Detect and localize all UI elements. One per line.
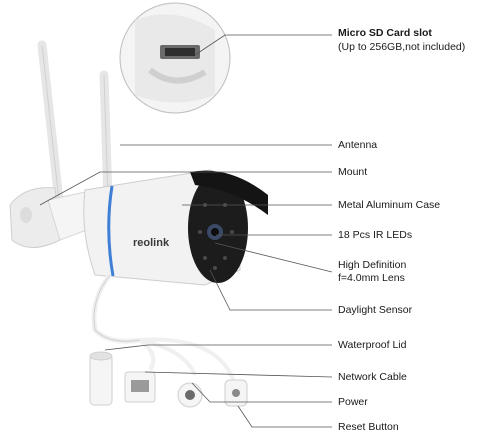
reset-button-label: Reset Button bbox=[338, 421, 399, 433]
reset-button-icon bbox=[224, 379, 248, 407]
antenna-icon bbox=[37, 40, 113, 215]
leader-lines bbox=[39, 34, 333, 428]
sd-card-inset bbox=[119, 2, 231, 114]
power-plug-icon bbox=[177, 382, 203, 408]
cable-icon bbox=[91, 273, 237, 386]
waterproof-lid-icon bbox=[89, 351, 113, 406]
waterproof-lid-label: Waterproof Lid bbox=[338, 339, 407, 351]
case-label: Metal Aluminum Case bbox=[338, 199, 441, 211]
camera-front bbox=[188, 170, 268, 283]
ir-leds-label: 18 Pcs IR LEDs bbox=[338, 229, 413, 241]
brand-logo: reolink bbox=[133, 237, 170, 249]
accent-ring bbox=[107, 185, 115, 277]
sd-card-slot-title: Micro SD Card slot bbox=[338, 27, 432, 39]
lens-label-line1: High Definition bbox=[338, 259, 407, 271]
network-cable-icon bbox=[124, 371, 156, 403]
power-label: Power bbox=[338, 396, 368, 408]
daylight-sensor-label: Daylight Sensor bbox=[338, 304, 413, 316]
lens-label-line2: f=4.0mm Lens bbox=[338, 272, 405, 284]
sd-card-slot-subtitle: (Up to 256GB,not included) bbox=[338, 41, 466, 53]
network-cable-label: Network Cable bbox=[338, 371, 407, 383]
mount-label: Mount bbox=[338, 166, 368, 178]
antenna-label: Antenna bbox=[338, 139, 378, 151]
